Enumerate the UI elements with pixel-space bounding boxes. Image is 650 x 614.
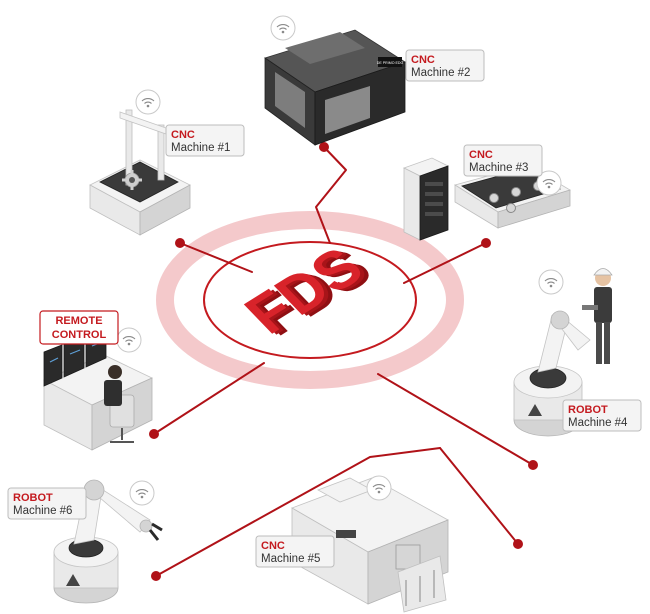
remote-control-line-1: REMOTE (55, 315, 102, 327)
wifi-pin-machine-1 (135, 89, 161, 115)
label-machine-6-name: Machine #6 (13, 505, 72, 517)
remote-control-line-2: CONTROL (52, 329, 107, 341)
machine-2-screen-label: DE PRIMO EDG (377, 61, 404, 65)
wifi-icon (372, 483, 386, 494)
wifi-pin-remote-control (116, 327, 142, 353)
label-machine-1-type: CNC (171, 129, 195, 141)
label-machine-1-name: Machine #1 (171, 142, 230, 154)
robot-machine-6-illustration (53, 479, 163, 604)
hub-outer-ring (156, 211, 464, 389)
label-machine-1: CNC Machine #1 (165, 124, 245, 157)
link-machine-3 (403, 242, 487, 284)
node-machine-2 (319, 142, 329, 152)
link-machine-5 (439, 447, 519, 545)
wifi-icon (542, 178, 556, 189)
label-machine-3: CNC Machine #3 (463, 144, 543, 177)
fds-hub: FDS FDS FDS (156, 211, 464, 389)
link-machine-6 (155, 447, 441, 577)
wifi-icon (544, 277, 558, 288)
network-nodes (149, 142, 538, 581)
node-machine-1 (175, 238, 185, 248)
warning-icon (66, 574, 80, 586)
link-machine-1 (179, 242, 253, 273)
wifi-icon (122, 335, 136, 346)
wifi-pin-machine-3 (536, 170, 562, 196)
machine-2-screen (378, 57, 402, 67)
remote-control-illustration (43, 326, 153, 451)
link-machine-4 (377, 373, 534, 466)
cnc-machine-2-illustration: DE PRIMO EDG (264, 29, 406, 146)
wifi-pin-machine-2 (270, 15, 296, 41)
wifi-icon (141, 97, 155, 108)
label-machine-5-name: Machine #5 (261, 553, 320, 565)
wifi-pin-machine-6 (129, 480, 155, 506)
warning-icon (528, 404, 542, 416)
label-remote-control: REMOTE CONTROL (39, 310, 119, 345)
label-machine-5: CNC Machine #5 (255, 535, 335, 568)
node-machine-5 (513, 539, 523, 549)
cnc-machine-1-illustration (89, 109, 191, 236)
link-remote-control (153, 362, 265, 435)
gear-icon (122, 170, 142, 190)
label-machine-4-name: Machine #4 (568, 417, 628, 429)
label-machine-5-type: CNC (261, 540, 285, 552)
hub-inner-ring (203, 241, 417, 359)
wifi-icon (276, 23, 290, 34)
wifi-pin-machine-4 (538, 269, 564, 295)
remote-control-box (39, 310, 119, 345)
label-machine-6-type: ROBOT (13, 492, 53, 504)
label-machine-3-name: Machine #3 (469, 162, 528, 174)
network-lines (153, 146, 534, 577)
label-machine-3-type: CNC (469, 149, 493, 161)
node-remote-control (149, 429, 159, 439)
label-machine-2-type: CNC (411, 54, 435, 66)
label-machine-4-type: ROBOT (568, 404, 608, 416)
label-machine-2: CNC Machine #2 (405, 49, 485, 82)
node-machine-3 (481, 238, 491, 248)
label-machine-2-name: Machine #2 (411, 67, 470, 79)
link-machine-2 (315, 146, 347, 244)
node-machine-6 (151, 571, 161, 581)
label-machine-6: ROBOT Machine #6 (7, 487, 87, 520)
wifi-icon (135, 488, 149, 499)
node-machine-4 (528, 460, 538, 470)
wifi-pin-machine-5 (366, 475, 392, 501)
label-machine-4: ROBOT Machine #4 (562, 399, 642, 432)
